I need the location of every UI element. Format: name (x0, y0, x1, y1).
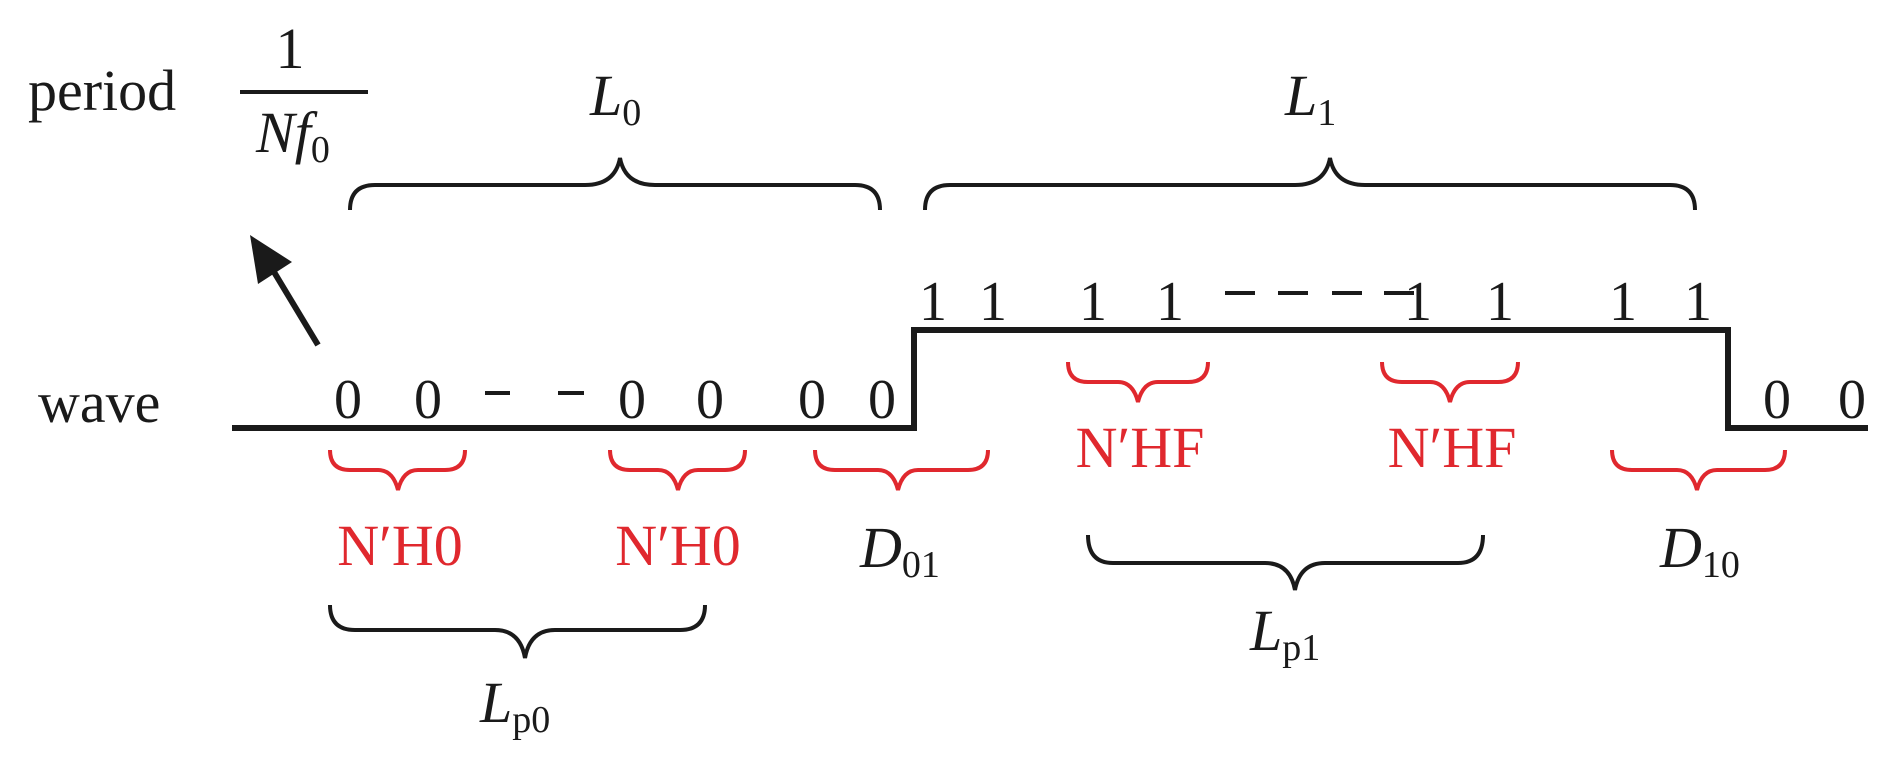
bit-1: 1 (919, 271, 947, 333)
period-arrow-shaft (265, 260, 321, 347)
label-D01: D01 (859, 515, 940, 586)
fraction-denominator: Nf0 (255, 100, 330, 171)
bit-0: 0 (334, 369, 362, 431)
bit-1: 1 (1609, 271, 1637, 333)
label-nhf-left: N′HF (1076, 415, 1205, 480)
label-Lp0: Lp0 (479, 670, 550, 741)
bit-1: 1 (1079, 271, 1107, 333)
brace-nhf-right (1380, 361, 1520, 403)
period-label: period (28, 58, 176, 123)
label-D10: D10 (1659, 515, 1740, 586)
brace-Lp0 (328, 604, 707, 659)
brace-D01 (813, 449, 990, 491)
wave-label: wave (38, 370, 160, 435)
bit-0: 0 (414, 369, 442, 431)
bit-1: 1 (1684, 271, 1712, 333)
bit-0: 0 (798, 369, 826, 431)
fraction-numerator: 1 (276, 16, 305, 81)
label-Lp1: Lp1 (1249, 598, 1320, 669)
brace-nh0-right (608, 449, 747, 491)
brace-L0 (348, 157, 882, 211)
brace-nhf-left (1066, 361, 1210, 403)
square-wave (232, 327, 1868, 431)
brace-L1 (923, 157, 1697, 211)
label-nh0-left: N′H0 (337, 513, 462, 578)
bit-1: 1 (1156, 271, 1184, 333)
label-nhf-right: N′HF (1388, 415, 1517, 480)
bit-0: 0 (696, 369, 724, 431)
label-nh0-right: N′H0 (615, 513, 740, 578)
period-arrow-head (250, 235, 292, 284)
bit-1: 1 (1486, 271, 1514, 333)
bit-1: 1 (979, 271, 1007, 333)
brace-nh0-left (328, 449, 467, 491)
bit-0: 0 (1838, 369, 1866, 431)
brace-Lp1 (1086, 534, 1485, 591)
bit-1: 1 (1404, 271, 1432, 333)
bit-0: 0 (868, 369, 896, 431)
label-L1: L1 (1284, 63, 1336, 134)
bit-0: 0 (618, 369, 646, 431)
bit-0: 0 (1763, 369, 1791, 431)
label-L0: L0 (589, 63, 641, 134)
brace-D10 (1610, 449, 1787, 491)
